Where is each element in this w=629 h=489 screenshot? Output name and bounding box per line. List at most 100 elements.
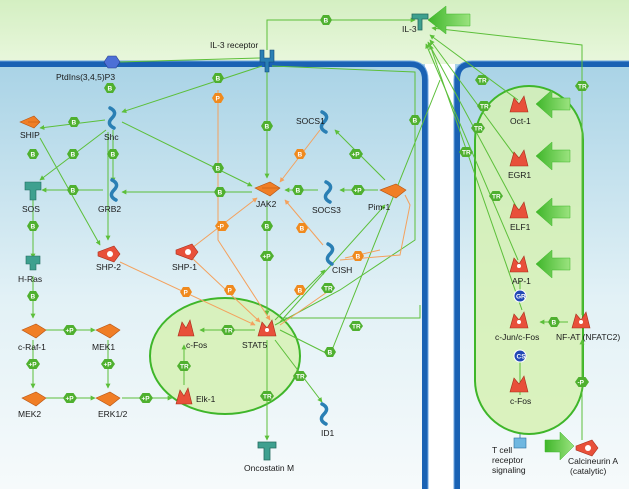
tag-b-jak-stat: B bbox=[261, 221, 273, 231]
svg-text:B: B bbox=[356, 254, 361, 261]
node-cfos-left[interactable]: c-Fos bbox=[177, 319, 207, 350]
arrow-to-egr1 bbox=[535, 141, 571, 171]
tag-cs: CS bbox=[513, 349, 527, 363]
tag-plusp-mek2-erk: +P bbox=[63, 393, 77, 403]
node-shp2[interactable]: SHP-2 bbox=[96, 245, 121, 272]
node-stat5-label: STAT5 bbox=[242, 340, 267, 350]
svg-text:-P: -P bbox=[578, 380, 585, 387]
node-ap1[interactable]: AP-1 bbox=[509, 255, 531, 286]
svg-text:TR: TR bbox=[480, 104, 489, 111]
node-ship[interactable]: SHIP bbox=[19, 115, 41, 140]
node-id1-label: ID1 bbox=[321, 428, 335, 438]
node-pim1-label: Pim-1 bbox=[368, 202, 390, 212]
tag-p-rec: P bbox=[212, 93, 224, 103]
node-socs3[interactable]: SOCS3 bbox=[312, 180, 341, 215]
node-tcr[interactable]: T cell receptor signaling bbox=[492, 434, 527, 475]
node-erk12[interactable]: ERK1/2 bbox=[95, 391, 128, 419]
node-tcr-line3: signaling bbox=[492, 465, 526, 475]
node-pim1[interactable]: Pim-1 bbox=[368, 183, 407, 212]
node-hras[interactable]: H-Ras bbox=[18, 255, 42, 284]
tag-b-socs1-jak: B bbox=[294, 149, 306, 159]
transcription-factor-icon bbox=[509, 201, 529, 219]
kinase-icon bbox=[95, 391, 121, 407]
node-grb2-label: GRB2 bbox=[98, 204, 121, 214]
arrow-to-elf1 bbox=[535, 197, 571, 227]
svg-text:TR: TR bbox=[478, 78, 487, 85]
node-calcineurin-line1: Calcineurin A bbox=[568, 456, 618, 466]
node-il3-receptor[interactable]: IL-3 receptor bbox=[210, 40, 275, 73]
hexagon-icon bbox=[103, 55, 121, 69]
adapter-icon bbox=[323, 180, 333, 204]
tag-p-shp2-stat: P bbox=[180, 287, 192, 297]
node-mek1[interactable]: MEK1 bbox=[92, 323, 121, 352]
tag-b-cish-jak: B bbox=[296, 223, 308, 233]
node-id1[interactable]: ID1 bbox=[319, 402, 335, 438]
tag-minusp-calc-nfat: -P bbox=[575, 377, 589, 387]
svg-text:P: P bbox=[228, 288, 233, 295]
node-nfat[interactable]: NF-AT (NFATC2) bbox=[556, 311, 620, 342]
node-erk12-label: ERK1/2 bbox=[98, 409, 128, 419]
node-cfos-right-label: c-Fos bbox=[510, 396, 531, 406]
tag-b-hras-raf: B bbox=[27, 291, 39, 301]
node-mek2-label: MEK2 bbox=[18, 409, 41, 419]
node-jak2-label: JAK2 bbox=[256, 199, 277, 209]
node-cjun-cfos[interactable]: c-Jun/c-Fos bbox=[495, 311, 539, 342]
node-craf1[interactable]: c-Raf-1 bbox=[18, 323, 47, 352]
node-cfos-right[interactable]: c-Fos bbox=[509, 375, 531, 406]
cytoplasm-left bbox=[0, 64, 425, 489]
node-oncostatin[interactable]: Oncostatin M bbox=[244, 441, 294, 473]
cell-membrane-right bbox=[454, 61, 629, 489]
node-egr1[interactable]: EGR1 bbox=[508, 149, 531, 180]
tag-tr-stat-cish: TR bbox=[321, 283, 335, 293]
node-shp1[interactable]: SHP-1 bbox=[172, 243, 199, 272]
node-elf1[interactable]: ELF1 bbox=[509, 201, 531, 232]
kinase-icon bbox=[379, 183, 407, 199]
node-calcineurin-line2: (catalytic) bbox=[570, 466, 607, 476]
svg-text:TR: TR bbox=[324, 286, 333, 293]
svg-text:B: B bbox=[31, 224, 36, 231]
node-sos[interactable]: SOS bbox=[22, 181, 42, 214]
svg-text:B: B bbox=[108, 86, 113, 93]
tag-b-top: B bbox=[320, 15, 332, 25]
node-cish[interactable]: CISH bbox=[325, 242, 352, 275]
adapter-icon bbox=[107, 106, 117, 130]
transcription-factor-icon bbox=[177, 319, 195, 337]
node-tcr-line1: T cell bbox=[492, 445, 512, 455]
node-oct1[interactable]: Oct-1 bbox=[509, 95, 531, 126]
adapter-icon bbox=[319, 110, 329, 134]
node-jak2[interactable]: JAK2 bbox=[254, 181, 281, 209]
svg-text:TR: TR bbox=[224, 328, 233, 335]
svg-text:B: B bbox=[296, 188, 301, 195]
svg-text:CS: CS bbox=[517, 354, 527, 361]
tag-b-ptdins: B bbox=[104, 83, 116, 93]
kinase-icon bbox=[254, 181, 281, 197]
tag-tr-nfat: TR bbox=[575, 81, 589, 91]
tag-b-ship-sos: B bbox=[67, 149, 79, 159]
gef-icon bbox=[24, 181, 42, 201]
node-socs1-label: SOCS1 bbox=[296, 116, 325, 126]
node-elk1-label: Elk-1 bbox=[196, 394, 216, 404]
node-ptdins[interactable]: PtdIns(3,4,5)P3 bbox=[56, 55, 121, 82]
svg-text:+P: +P bbox=[66, 396, 75, 403]
node-mek2[interactable]: MEK2 bbox=[18, 391, 47, 419]
node-socs3-label: SOCS3 bbox=[312, 205, 341, 215]
edge-tags: B B B B B B B B B B B B B B B B B +P +P … bbox=[26, 15, 589, 403]
tag-tr-elf1: TR bbox=[471, 123, 485, 133]
tag-b-cish-stat: B bbox=[294, 285, 306, 295]
svg-text:B: B bbox=[71, 188, 76, 195]
svg-text:B: B bbox=[328, 350, 333, 357]
node-stat5[interactable]: STAT5 bbox=[242, 319, 277, 350]
tag-b-shc-grb2: B bbox=[107, 149, 119, 159]
node-hras-label: H-Ras bbox=[18, 274, 42, 284]
node-shc[interactable]: Shc bbox=[104, 106, 119, 142]
edges bbox=[30, 17, 585, 441]
node-elk1[interactable]: Elk-1 bbox=[175, 387, 216, 405]
node-il3[interactable]: IL-3 bbox=[402, 13, 429, 34]
node-oct1-label: Oct-1 bbox=[510, 116, 531, 126]
node-grb2[interactable]: GRB2 bbox=[98, 178, 121, 214]
tag-b-rec-pim: B bbox=[409, 115, 421, 125]
node-socs1[interactable]: SOCS1 bbox=[296, 110, 329, 134]
svg-text:B: B bbox=[300, 226, 305, 233]
node-calcineurin[interactable]: Calcineurin A (catalytic) bbox=[568, 439, 618, 476]
